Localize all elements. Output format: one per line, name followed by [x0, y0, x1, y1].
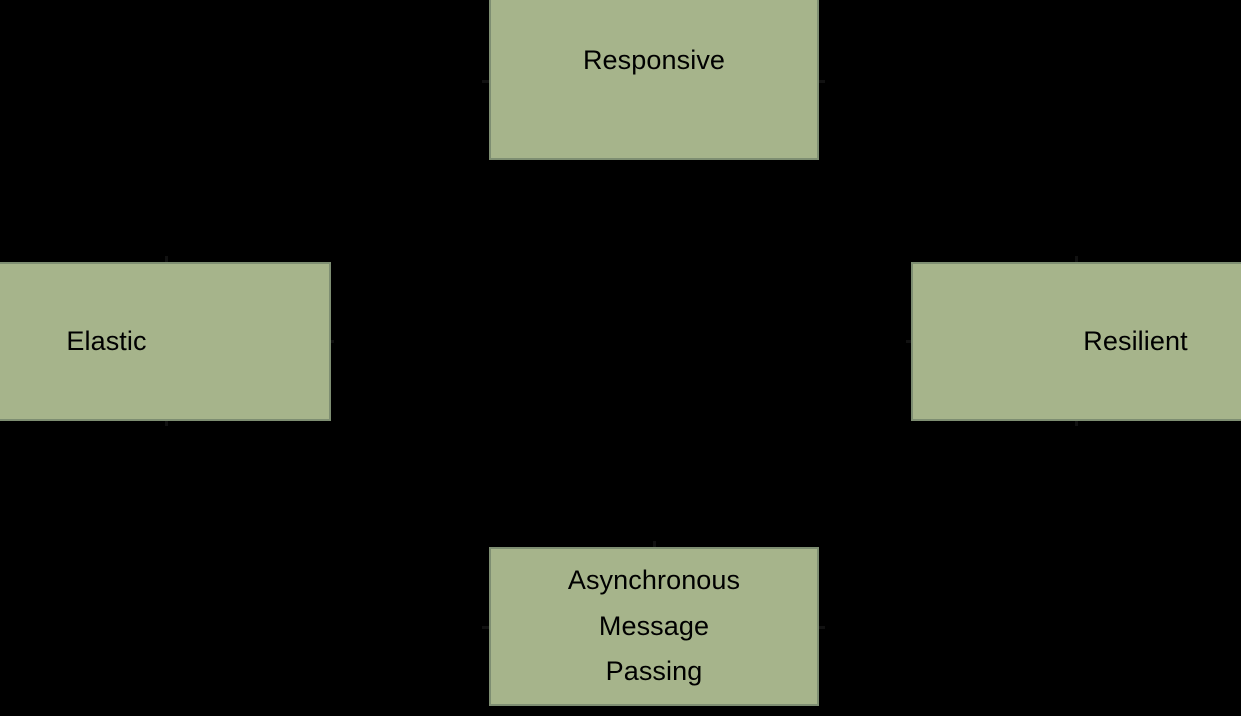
connector-stub-resilient-top: [1075, 256, 1078, 263]
connector-stub-resilient-bottom: [1075, 419, 1078, 426]
connector-stub-async-left: [482, 626, 489, 629]
node-elastic-label: Elastic: [66, 325, 147, 356]
connector-stub-elastic-top: [165, 256, 168, 263]
connector-stub-resilient-left: [906, 340, 913, 343]
node-responsive[interactable]: Responsive: [489, 0, 819, 160]
node-resilient-label: Resilient: [1083, 325, 1188, 356]
connector-stub-responsive-left: [482, 80, 489, 83]
node-responsive-label: Responsive: [582, 45, 726, 76]
connector-stub-async-right: [818, 626, 825, 629]
node-elastic[interactable]: Elastic: [0, 262, 331, 421]
node-asynchronous-message-passing-label: Asynchronous Message Passing: [567, 564, 741, 687]
connector-stub-async-top: [653, 541, 656, 548]
connector-stub-responsive-right: [818, 80, 825, 83]
node-resilient[interactable]: Resilient: [911, 262, 1241, 421]
node-asynchronous-message-passing[interactable]: Asynchronous Message Passing: [489, 547, 819, 706]
connector-stub-elastic-bottom: [165, 419, 168, 426]
